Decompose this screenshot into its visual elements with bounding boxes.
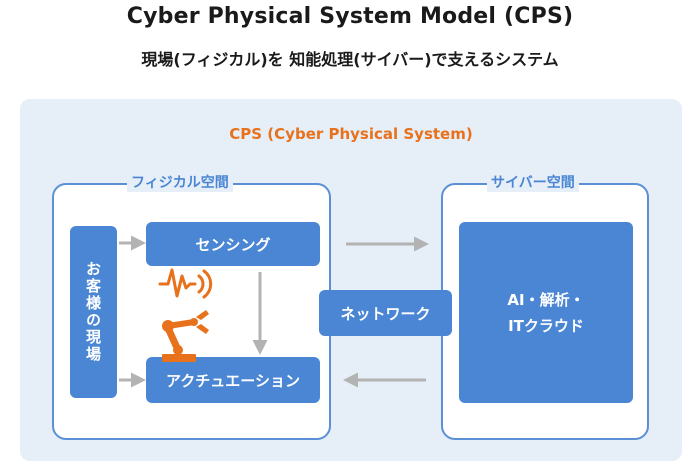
physical-space-label: フィジカル空間 bbox=[127, 174, 233, 192]
cps-label: CPS (Cyber Physical System) bbox=[229, 125, 473, 143]
sensing-box: センシング bbox=[146, 222, 320, 266]
ai-cloud-box: AI・解析・ ITクラウド bbox=[459, 222, 633, 403]
diagram-title: Cyber Physical System Model (CPS) bbox=[126, 4, 574, 29]
robot-arm-icon bbox=[162, 310, 209, 362]
diagram-subtitle: 現場(フィジカル)を 知能処理(サイバー)で支えるシステム bbox=[141, 50, 559, 69]
customer-site-box: お客様の現場 bbox=[70, 226, 117, 398]
sensor-wave-icon bbox=[158, 268, 213, 299]
cyber-space-label: サイバー空間 bbox=[487, 174, 579, 192]
actuation-box: アクチュエーション bbox=[146, 357, 320, 403]
network-box: ネットワーク bbox=[319, 290, 452, 336]
